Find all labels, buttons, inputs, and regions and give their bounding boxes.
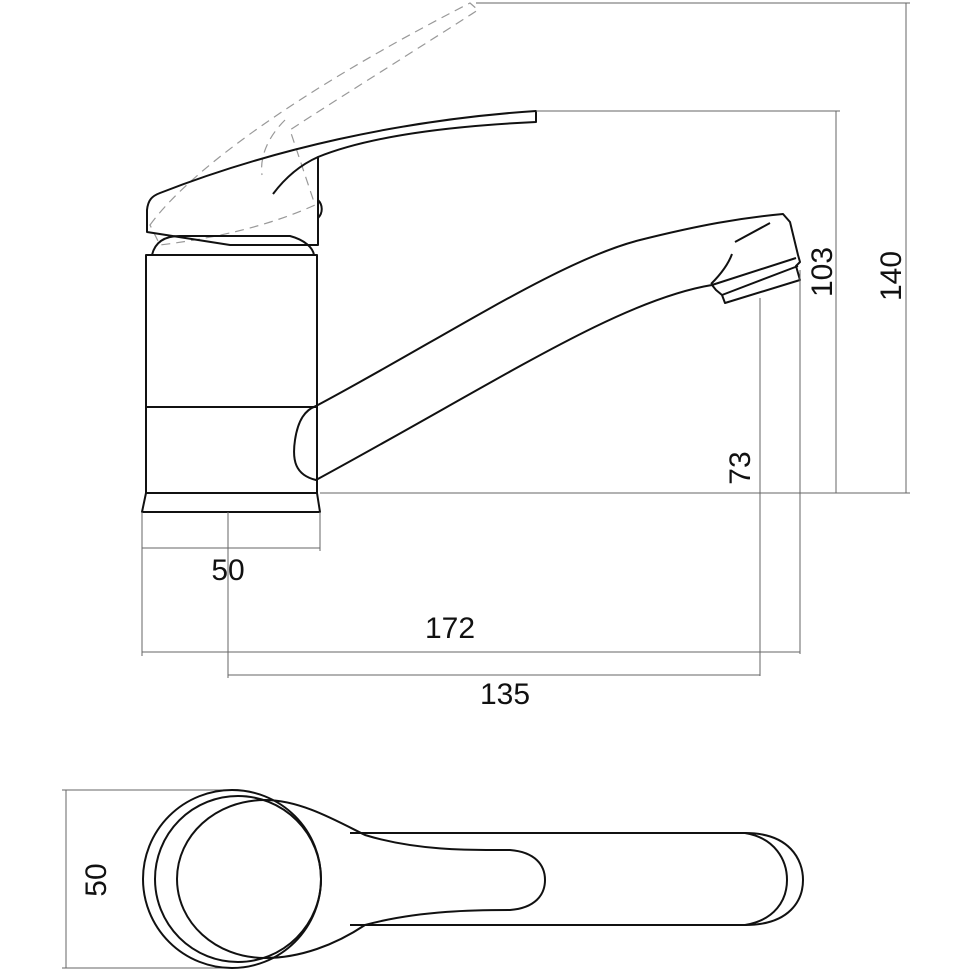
body-dome [151,235,315,256]
dim-base-width: 50 [211,554,244,587]
lever-handle [146,110,537,246]
spout-top-inner-edge [744,832,788,926]
lever-pivot [317,199,323,219]
lever-handle-curve [272,156,319,195]
spout-detail [710,222,771,285]
faucet-body [145,254,318,494]
lever-open-ghost [149,2,479,246]
lever-open-ghost-detail [261,119,286,176]
side-view [141,2,801,513]
spout [293,213,801,481]
top-view [142,789,804,969]
dim-max-height: 140 [875,251,908,301]
dim-reach-total: 172 [425,612,475,645]
dimension-labels: 50 172 135 73 103 140 50 [80,247,908,897]
base-plate [141,492,321,513]
spout-top-outline [350,832,804,926]
dim-spout-height: 103 [806,247,839,297]
base-inner-circle [154,795,322,963]
dim-top-width: 50 [80,863,113,896]
lever-top-outline [176,799,546,959]
spout-aerator [711,257,799,296]
dim-reach-center: 135 [480,678,530,711]
dim-outlet-height: 73 [724,451,757,484]
dimension-lines [62,2,910,969]
